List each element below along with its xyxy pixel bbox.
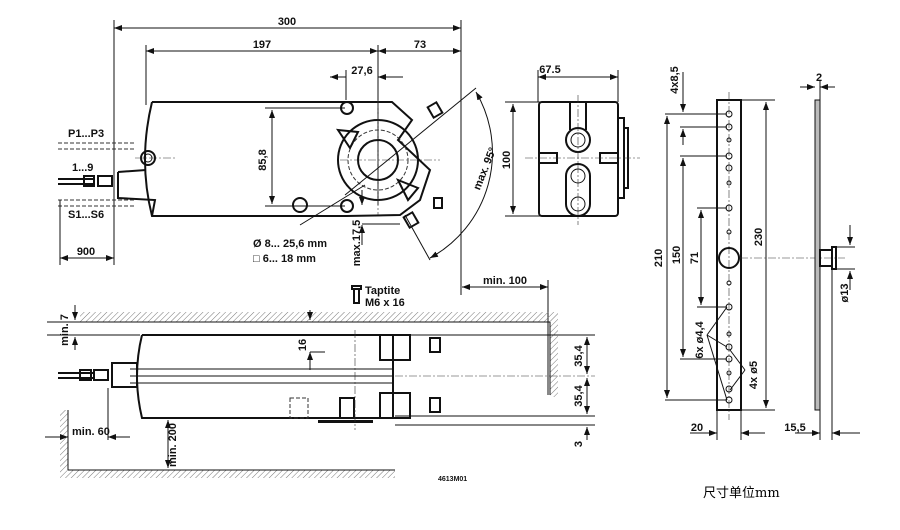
bottom-view: Taptite M6 x 16 min. 7 16 35,4 35,4 3 mi… xyxy=(45,285,595,483)
dim-right-length: 73 xyxy=(414,39,426,51)
dim-3: 3 xyxy=(573,441,585,447)
dim-71: 71 xyxy=(689,252,701,264)
min-clearance-right: min. 100 xyxy=(483,275,527,287)
max-angle: max. 95° xyxy=(471,146,499,192)
dim-side-width: 67.5 xyxy=(539,64,560,76)
dim-210: 210 xyxy=(653,249,665,267)
dim-overall-length: 300 xyxy=(278,16,296,28)
dim-lower-35-4: 35,4 xyxy=(573,384,585,406)
screw-size: M6 x 16 xyxy=(365,297,405,309)
mounting-bracket: 4x8,5 210 150 71 230 6x ø4,4 4x ø5 20 15… xyxy=(653,66,860,440)
dim-body-length: 197 xyxy=(253,39,271,51)
holes-small-label: 6x ø4,4 xyxy=(694,320,706,358)
dim-15-5: 15,5 xyxy=(784,422,805,434)
dim-13: ø13 xyxy=(839,284,851,303)
min-bottom-clearance: min. 200 xyxy=(167,423,179,467)
label-p-switches: P1...P3 xyxy=(68,128,104,140)
drawing-id: 4613M01 xyxy=(438,476,467,483)
holes-large-label: 4x ø5 xyxy=(748,361,760,389)
max-offset: max.17,5 xyxy=(351,220,363,266)
top-view: 300 197 73 27,6 85,8 900 P1...P3 1...9 S… xyxy=(58,16,549,395)
min-top-clearance: min. 7 xyxy=(59,314,71,346)
shaft-square-range: □ 6... 18 mm xyxy=(253,253,316,265)
side-view: 67.5 100 xyxy=(501,64,640,225)
dim-230: 230 xyxy=(753,228,765,246)
screw-label: Taptite xyxy=(365,285,400,297)
shaft-round-range: Ø 8... 25,6 mm xyxy=(253,238,327,250)
label-wires: 1...9 xyxy=(72,162,93,174)
dim-cable: 900 xyxy=(77,246,95,258)
dim-side-height: 100 xyxy=(501,151,513,169)
units-caption: 尺寸单位mm xyxy=(703,486,780,501)
min-left-clearance: min. 60 xyxy=(72,426,110,438)
dim-hole-offset: 27,6 xyxy=(351,65,372,77)
dim-150: 150 xyxy=(671,246,683,264)
label-s-switches: S1...S6 xyxy=(68,209,104,221)
dim-upper-35-4: 35,4 xyxy=(573,344,585,366)
dim-20: 20 xyxy=(691,422,703,434)
dim-16: 16 xyxy=(297,339,309,351)
dim-2: 2 xyxy=(816,72,822,84)
dim-hole-pitch: 4x8,5 xyxy=(669,66,681,94)
dim-height: 85,8 xyxy=(257,149,269,170)
